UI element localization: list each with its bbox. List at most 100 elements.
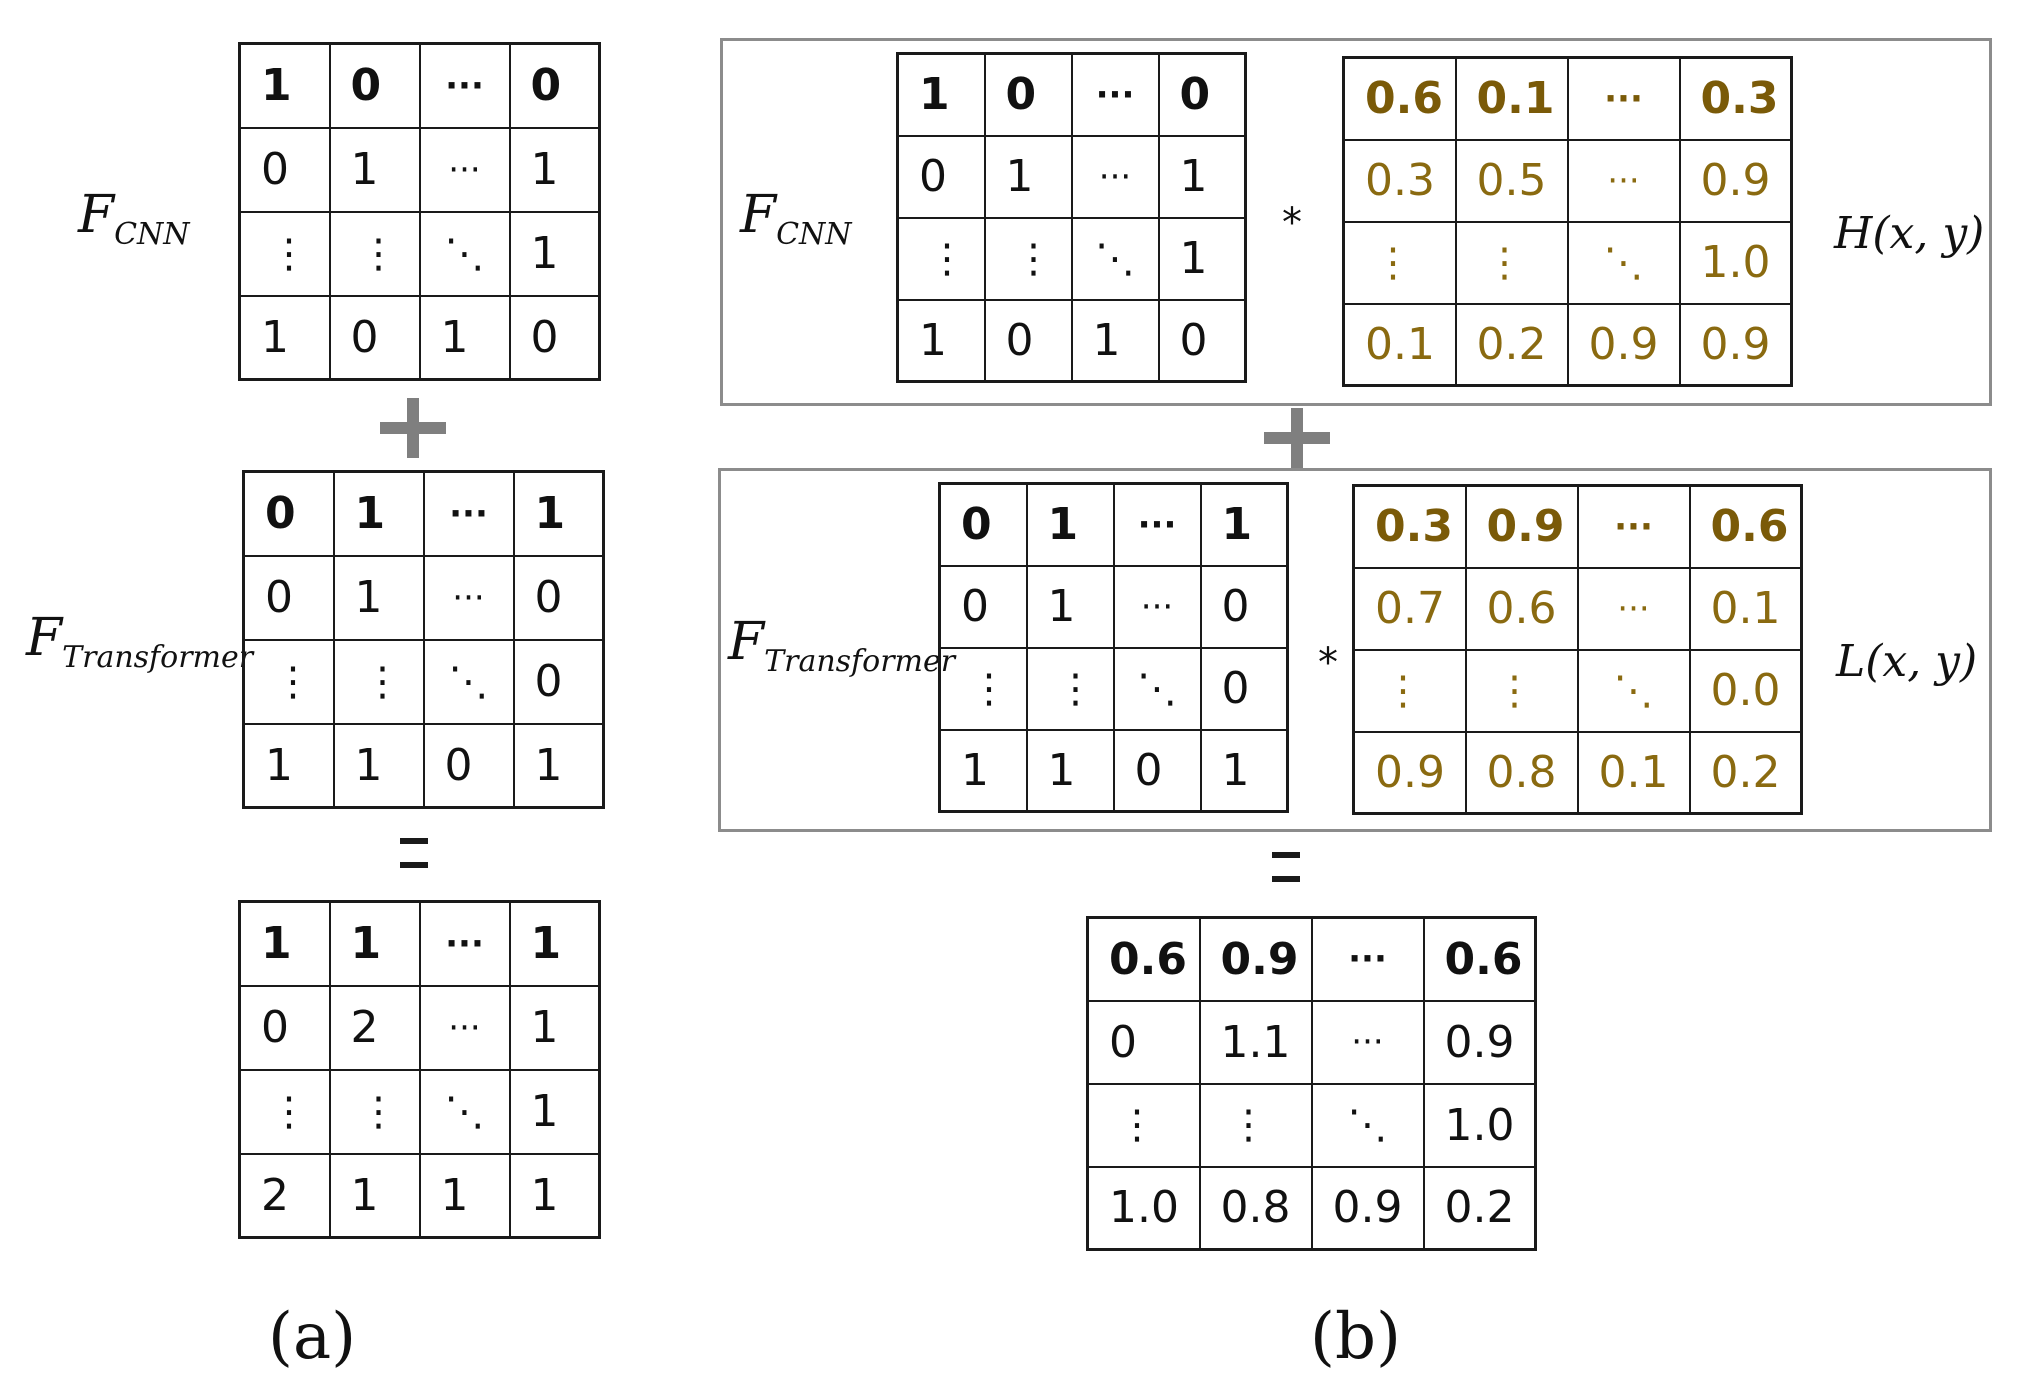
matrix-cell: ⋱: [1112, 646, 1202, 731]
matrix-cell: 0.7: [1352, 566, 1467, 651]
matrix-cell: ···: [1566, 56, 1681, 141]
label-f-transformer-b: FTransformer: [728, 612, 956, 679]
matrix-cell: ⋱: [422, 638, 515, 725]
matrix-cell: 0.1: [1454, 56, 1569, 141]
matrix-cell: 1: [238, 42, 331, 129]
matrix-cell: 0.8: [1464, 730, 1579, 815]
matrix-cell: 0.8: [1198, 1165, 1313, 1251]
matrix-cell: 0.3: [1342, 138, 1457, 223]
matrix-cell: 0.9: [1678, 302, 1793, 387]
matrix-cell: 0.1: [1342, 302, 1457, 387]
matrix-cell: ···: [422, 470, 515, 557]
matrix-cell: ···: [1112, 482, 1202, 567]
matrix-cell: 1: [418, 1152, 511, 1239]
matrix-cell: 0: [422, 722, 515, 809]
matrix-cell: 0: [983, 298, 1073, 383]
matrix-cell: 0.6: [1342, 56, 1457, 141]
matrix-cell: ⋮: [242, 638, 335, 725]
caption-b: (b): [1310, 1300, 1401, 1374]
matrix-cell: ⋮: [328, 1068, 421, 1155]
matrix-cell: 1: [332, 722, 425, 809]
matrix-cell: ⋱: [418, 1068, 511, 1155]
matrix-cell: 0: [508, 294, 601, 381]
matrix-cell: 0.2: [1422, 1165, 1537, 1251]
matrix-cell: ⋮: [1352, 648, 1467, 733]
matrix-cell: ⋮: [1454, 220, 1569, 305]
equals-icon-b: [1272, 852, 1300, 882]
matrix-cell: 0.6: [1422, 916, 1537, 1002]
matrix-cell: 0: [1112, 728, 1202, 813]
matrix-cell: 0: [512, 554, 605, 641]
matrix-cell: ···: [1576, 566, 1691, 651]
matrix-cell: 1.0: [1422, 1082, 1537, 1168]
matrix-cell: ···: [418, 42, 511, 129]
matrix-cell: 0: [938, 482, 1028, 567]
matrix-cell: 1: [1157, 134, 1247, 219]
matrix-cell: 1: [896, 298, 986, 383]
matrix-cell: 0.3: [1678, 56, 1793, 141]
matrix-cell: 0: [328, 42, 421, 129]
multiply-symbol-top: *: [1282, 200, 1302, 246]
matrix-cell: 1: [1025, 482, 1115, 567]
matrix-cell: 0: [983, 52, 1073, 137]
matrix-row: ⋮⋮⋱1: [896, 216, 1247, 301]
matrix-cell: 1: [328, 126, 421, 213]
matrix-cell: ···: [1310, 916, 1425, 1002]
matrix-cell: 0: [328, 294, 421, 381]
matrix-cell: ···: [418, 984, 511, 1071]
matrix-cell: 0: [238, 126, 331, 213]
matrix-cell: 1: [332, 470, 425, 557]
matrix-row: ⋮⋮⋱1.0: [1342, 220, 1793, 305]
matrix-cell: ⋮: [1025, 646, 1115, 731]
matrix-cell: 1: [328, 1152, 421, 1239]
matrix-cell: ···: [1070, 134, 1160, 219]
multiply-symbol-bottom: *: [1318, 640, 1338, 686]
matrix-row: ⋮⋮⋱0: [938, 646, 1289, 731]
matrix-cell: 1: [508, 984, 601, 1071]
matrix-cell: ⋮: [1086, 1082, 1201, 1168]
matrix-cell: 1: [328, 900, 421, 987]
matrix-cell: ⋮: [1464, 648, 1579, 733]
matrix-cell: 0.1: [1688, 566, 1803, 651]
matrix-cell: 0.2: [1688, 730, 1803, 815]
matrix-cell: 1: [508, 1068, 601, 1155]
matrix-cell: ⋱: [418, 210, 511, 297]
matrix-cell: 1: [938, 728, 1028, 813]
matrix-cell: 1: [508, 210, 601, 297]
matrix-cell: 1.1: [1198, 999, 1313, 1085]
matrix-cell: 1: [242, 722, 335, 809]
matrix-row: ⋮⋮⋱0: [242, 638, 605, 725]
equals-icon-a: [400, 838, 428, 868]
matrix-cell: 0.1: [1576, 730, 1691, 815]
matrix-row: ⋮⋮⋱1.0: [1086, 1082, 1537, 1168]
matrix-cell: ⋱: [1566, 220, 1681, 305]
plus-icon-a: [380, 398, 446, 458]
caption-a: (a): [268, 1300, 357, 1374]
matrix-cell: 1: [1199, 728, 1289, 813]
matrix-cell: 1: [508, 1152, 601, 1239]
matrix-cell: 1: [238, 294, 331, 381]
matrix-cell: 1: [1070, 298, 1160, 383]
matrix-cell: ···: [422, 554, 515, 641]
matrix-cell: 1: [512, 470, 605, 557]
matrix-cell: ⋮: [1198, 1082, 1313, 1168]
matrix-cell: 0: [238, 984, 331, 1071]
matrix-cell: 2: [238, 1152, 331, 1239]
matrix-cell: 1.0: [1086, 1165, 1201, 1251]
matrix-cell: 1: [332, 554, 425, 641]
